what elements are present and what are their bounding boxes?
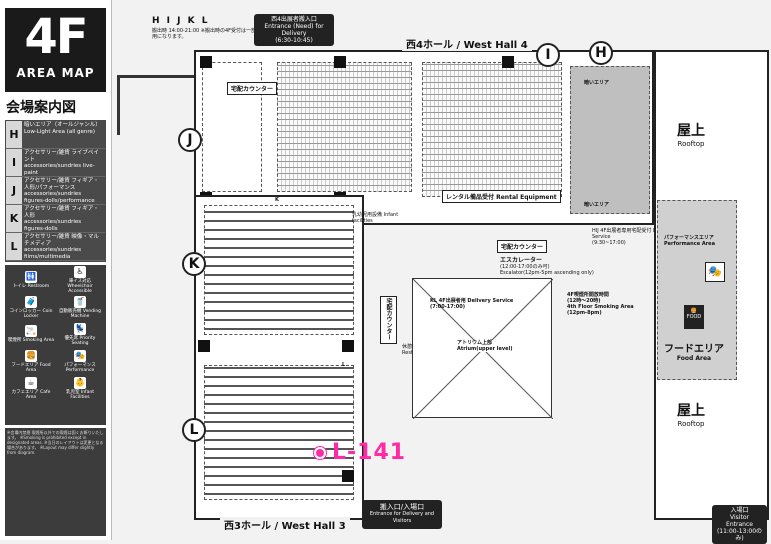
legend-en: accessories/sundries films/multimedia [24, 247, 82, 260]
dark-area [570, 66, 650, 214]
highlight-booth-marker[interactable] [314, 447, 326, 459]
rental-counter: レンタル備品受付 Rental Equipment [442, 190, 561, 203]
floor-title: 4F [24, 9, 88, 65]
takuhai-counter-3: 宅配カウンター [497, 240, 548, 253]
path-line [117, 75, 197, 78]
k-label: K [275, 197, 279, 203]
legend-en: accessories/sundries figures-dolls/perfo… [24, 191, 95, 204]
legend-en: Low-Light Area (all genre) [24, 128, 96, 135]
legend-en: accessories/sundries figures-dolls [24, 219, 82, 232]
legend-row-h: H 暗いエリア（オールジャンル）Low-Light Area (all genr… [6, 121, 105, 149]
west-hall-3-label: 西3ホール / West Hall 3 [220, 517, 350, 532]
dark-area-label-top: 暗いエリア [584, 80, 610, 86]
zone-h-marker: H [589, 41, 613, 65]
booth-block-j [277, 62, 412, 192]
zone-j-marker: J [178, 128, 202, 152]
zone-k-marker: K [182, 252, 206, 276]
facility-performance: 🎭パフォーマンス Performance [64, 349, 96, 373]
facility-legend: 🚻トイレ Restroom ♿車イス対応 Wheelchair Accessib… [5, 265, 106, 425]
infant-label: 乳幼児用設備 Infant facilities [352, 212, 399, 224]
performance-icon: 🎭 [74, 349, 86, 362]
priority-seat-icon: 💺 [74, 322, 86, 335]
west-hall-4-label: 西4ホール / West Hall 4 [402, 36, 532, 51]
smoking-area-label: 4F喫煙所開放時間(12時～20時)4th Floor Smoking Area… [567, 292, 634, 316]
takuhai-counter-1: 宅配カウンター [227, 82, 278, 95]
performance-icon: 🎭 [705, 262, 725, 282]
facility-restroom: 🚻トイレ Restroom [12, 271, 50, 289]
map-title-box: 4F AREA MAP [5, 8, 106, 92]
smoking-icon: 🚬 [25, 325, 37, 337]
takuhai-counter-2: 宅配カウンター [380, 296, 397, 344]
legend-letter: K [6, 205, 22, 232]
facility-infant: 👶乳児室 Infant Facilities [65, 376, 95, 400]
sidebar: 4F AREA MAP 会場案内図 H 暗いエリア（オールジャンル）Low-Li… [0, 0, 112, 540]
locker-icon: 🧳 [25, 295, 37, 308]
booth-block-k [204, 205, 354, 335]
top-letters: H I J K L [152, 16, 210, 26]
escalator-label: エスカレーター(12:00-17:00のみ可)Escalator(12pm-5p… [500, 257, 594, 277]
food-icon: 🍔 [25, 349, 37, 362]
area-map-label: AREA MAP [16, 66, 95, 80]
zone-i-marker: I [536, 43, 560, 67]
facility-cafe: ☕カフェエリア Cafe Area [11, 376, 51, 400]
legend-en: accessories/sundries live-paint [24, 163, 95, 176]
wheelchair-icon: ♿ [74, 266, 86, 278]
legend-ja: アクセサリー/雑貨 フィギア・人形/パフォーマンス [24, 178, 99, 191]
zone-l-marker: L [182, 418, 206, 442]
delivery-kl-label: KL 4F出展者用 Delivery Service(7:00-17:00) [430, 298, 514, 310]
venue-guide-title: 会場案内図 [6, 100, 76, 116]
facility-vending: 🥤自動販売機 Vending Machine [58, 295, 102, 319]
highlight-booth-label: L-141 [332, 440, 407, 465]
path-line [117, 75, 120, 135]
legend-ja: アクセサリー/雑貨 フィギア・人形 [24, 206, 99, 219]
facility-smoking: 🚬喫煙所 Smoking Area [7, 325, 55, 343]
legend-ja: 暗いエリア（オールジャンル） [24, 122, 101, 128]
facility-wheelchair: ♿車イス対応 Wheelchair Accessible [67, 266, 93, 294]
notes-box: ※会場内禁煙 喫煙所以外での喫煙は固くお断りいたします。 ※Smoking is… [5, 428, 106, 536]
floor-map: H I J K L 搬出時 14:00-21:00 ※搬出時の4F受付は一部利用… [112, 0, 771, 544]
area-legend: H 暗いエリア（オールジャンル）Low-Light Area (all genr… [5, 120, 106, 262]
facility-food: 🍔フードエリア Food Area [11, 349, 51, 373]
top-entrance-label: 西4出展者搬入口 Entrance (Need) for Delivery (6… [254, 14, 334, 46]
food-icon: 🍔FOOD [684, 305, 704, 329]
top-letters-note: 搬出時 14:00-21:00 ※搬出時の4F受付は一部利用になります。 [152, 28, 262, 40]
facility-priority: 💺優先席 Priority Seating [64, 322, 96, 346]
booth-block-i [422, 62, 562, 197]
dark-area-label-bottom: 暗いエリア [584, 202, 610, 208]
vending-icon: 🥤 [74, 295, 86, 308]
legend-letter: H [6, 121, 22, 148]
legend-letter: L [6, 233, 22, 260]
legend-letter: J [6, 177, 22, 204]
delivery-hij-label: HIJ 4F出展者専用宅配受付 Delivery Service(9:30~17… [592, 228, 674, 246]
legend-ja: アクセサリー/雑貨 ライブペイント [24, 150, 99, 163]
restroom-icon: 🚻 [25, 271, 37, 283]
legend-ja: アクセサリー/雑貨 映像・マルチメディア [24, 234, 99, 247]
performance-food-zone [657, 200, 737, 380]
booth-block-l [204, 365, 354, 500]
facility-locker: 🧳コインロッカー Coin Locker [9, 295, 53, 319]
infant-icon: 👶 [74, 376, 86, 389]
legend-letter: I [6, 149, 22, 176]
l-label: L [342, 362, 346, 368]
cafe-icon: ☕ [25, 376, 37, 389]
